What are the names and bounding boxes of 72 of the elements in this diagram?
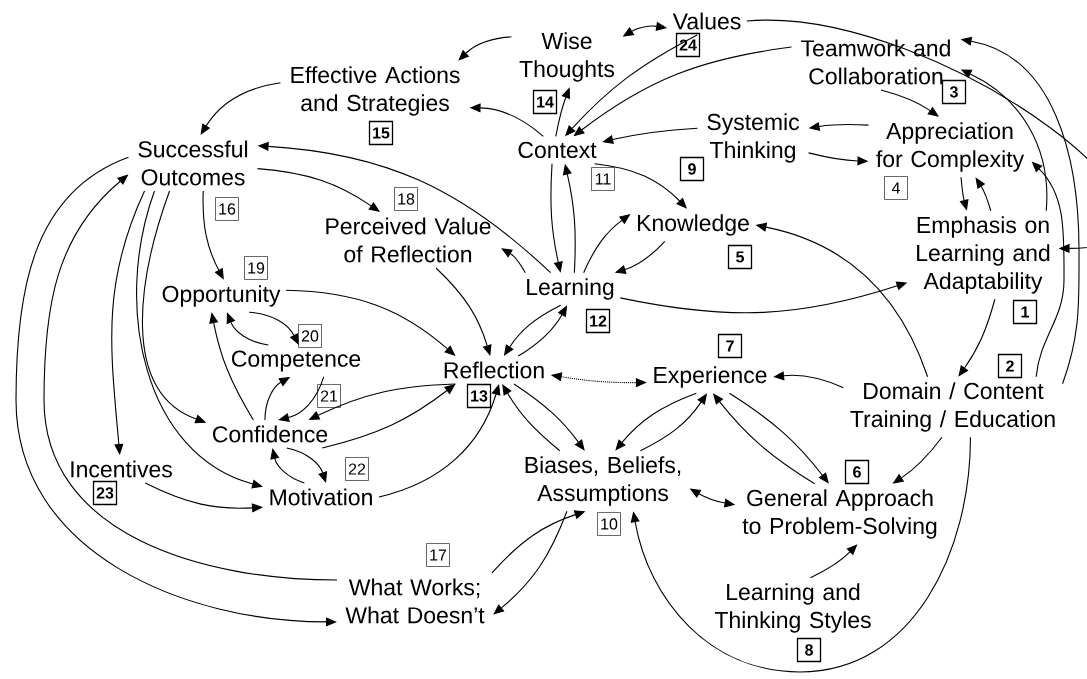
arrow [43,174,338,581]
node-label: Incentives [71,460,172,478]
number-box: 1 [1012,299,1038,325]
arrow [378,384,501,498]
arrow [880,89,939,117]
number-box: 11 [591,167,615,191]
number-box: 13 [466,383,492,409]
arrow [257,168,380,212]
number-box: 19 [244,256,268,280]
node-label: Appreciation for Complexity [876,122,1025,172]
arrow [286,447,328,483]
arrow [435,267,492,356]
node-label: Emphasis on Learning and Adaptability [917,216,1050,294]
number-box: 15 [368,120,394,146]
number-box: 8 [796,637,822,663]
arrow [958,298,996,377]
number-box: 3 [941,79,967,105]
arrow [630,436,972,673]
node-label: Successful Outcomes [138,140,248,186]
number-box: 18 [394,187,418,211]
number-box: 9 [679,156,705,182]
node-label: General Approach to Problem-Solving [742,489,937,539]
number-box: 23 [92,480,118,506]
number-box: 12 [585,308,611,334]
arrow [248,311,299,345]
node-label: Reflection [444,361,544,379]
arrow [111,190,146,455]
node-label: Systemic Thinking [707,113,800,163]
number-box: 7 [717,333,743,359]
number-box: 20 [298,324,322,348]
number-box: 10 [597,512,621,536]
number-box: 16 [215,197,239,221]
arrow [728,392,829,484]
number-box: 14 [532,89,558,115]
number-box: 2 [997,353,1023,379]
number-box: 6 [844,459,870,485]
arrow [502,384,561,452]
node-label: Motivation [270,488,372,506]
number-box: 21 [317,384,341,408]
arrow [15,156,337,627]
node-label: Learning [527,278,614,300]
node-label: What Works; What Doesn’t [345,578,485,624]
number-box: 22 [345,457,369,481]
node-label: Knowledge [638,214,749,236]
node-label: Experience [654,366,767,388]
arrow [513,383,585,451]
arrow [278,376,325,422]
node-label: Learning and Thinking Styles [714,583,871,633]
arrow [493,510,568,615]
node-label: Values [672,12,741,30]
node-label: Biases, Beliefs, Assumptions [525,456,681,506]
arrow [615,392,697,451]
number-box: 5 [727,244,753,270]
node-label: Perceived Value of Reflection [326,217,491,263]
arrow [975,177,992,212]
node-label: Context [518,141,597,159]
node-label: Wise Thoughts [519,32,615,82]
node-label: Confidence [213,425,328,443]
node-label: Domain / Content Training / Education [850,382,1055,432]
arrow [501,248,526,274]
number-box: 4 [884,176,908,200]
arrow [270,448,305,484]
node-label: Effective Actions and Strategies [291,66,460,116]
arrow [458,36,512,61]
arrow [136,190,263,489]
arrow [144,482,263,513]
arrow [200,82,281,135]
node-label: Opportunity [162,285,281,307]
arrow [746,20,1087,254]
number-box: 17 [426,543,450,567]
number-box: 24 [675,32,701,58]
node-label: Competence [231,350,361,372]
